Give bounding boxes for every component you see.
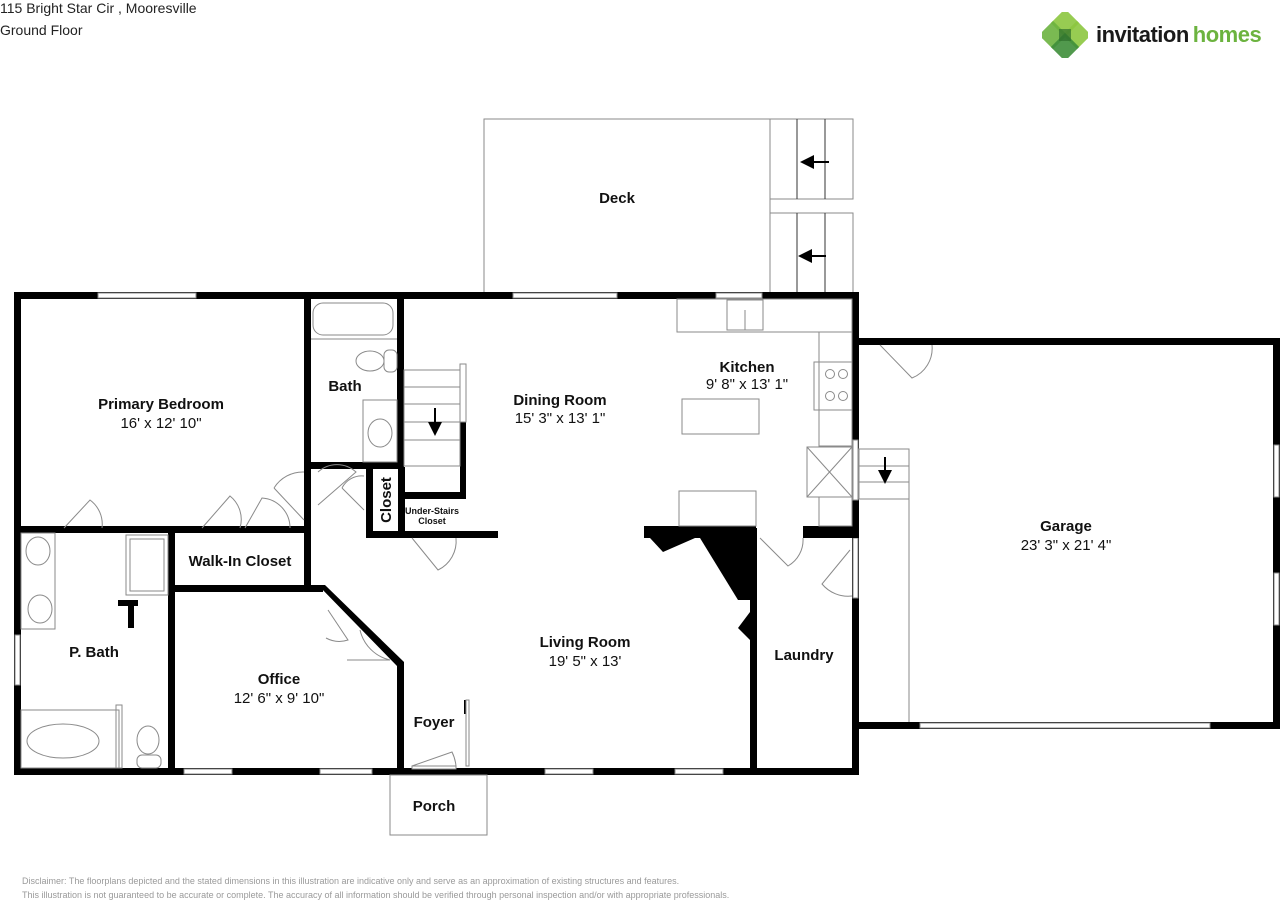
interior-walls [14, 292, 859, 775]
room-label-bath: Bath [328, 378, 361, 395]
garage-stairs [858, 448, 910, 722]
room-label-living-room: Living Room [540, 634, 631, 651]
room-label-primary-bedroom: Primary Bedroom [98, 396, 224, 413]
arrow-left-icon [800, 155, 829, 169]
arrow-down-icon [428, 408, 442, 436]
room-dims-kitchen: 9' 8" x 13' 1" [706, 376, 788, 393]
floor-label: Ground Floor [0, 22, 83, 38]
disclaimer-line-2: This illustration is not guaranteed to b… [22, 890, 730, 900]
logo-text-invitation: invitation [1096, 22, 1189, 47]
room-dims-living-room: 19' 5" x 13' [549, 653, 622, 670]
fixtures [20, 298, 853, 836]
room-label-deck: Deck [599, 190, 636, 207]
room-dims-primary-bedroom: 16' x 12' 10" [120, 415, 201, 432]
room-dims-garage: 23' 3" x 21' 4" [1021, 537, 1112, 554]
room-dims-dining-room: 15' 3" x 13' 1" [515, 410, 606, 427]
room-dims-office: 12' 6" x 9' 10" [234, 690, 325, 707]
arrow-down-icon [878, 457, 892, 484]
stairs [403, 363, 467, 467]
room-label-laundry: Laundry [774, 647, 834, 664]
arrow-left-icon [798, 249, 826, 263]
room-label-under-stairs-closet-1: Under-Stairs [405, 506, 459, 516]
disclaimer-line-1: Disclaimer: The floorplans depicted and … [22, 876, 680, 886]
room-label-porch: Porch [413, 798, 456, 815]
room-label-walk-in-closet: Walk-In Closet [189, 553, 292, 570]
room-label-office: Office [258, 671, 301, 688]
invitation-homes-logo-icon [1042, 12, 1088, 58]
room-label-under-stairs-closet-2: Closet [418, 516, 446, 526]
windows [14, 292, 1280, 775]
room-label-kitchen: Kitchen [719, 359, 774, 376]
room-label-foyer: Foyer [414, 714, 455, 731]
logo-text-homes: homes [1192, 22, 1262, 47]
room-label-dining-room: Dining Room [513, 392, 606, 409]
room-label-garage: Garage [1040, 518, 1092, 535]
room-label-closet: Closet [378, 477, 395, 523]
room-label-p-bath: P. Bath [69, 644, 119, 661]
property-address: 115 Bright Star Cir , Mooresville [0, 0, 197, 16]
deck [483, 118, 854, 295]
doors [63, 344, 933, 770]
deck-stairs [769, 118, 854, 295]
